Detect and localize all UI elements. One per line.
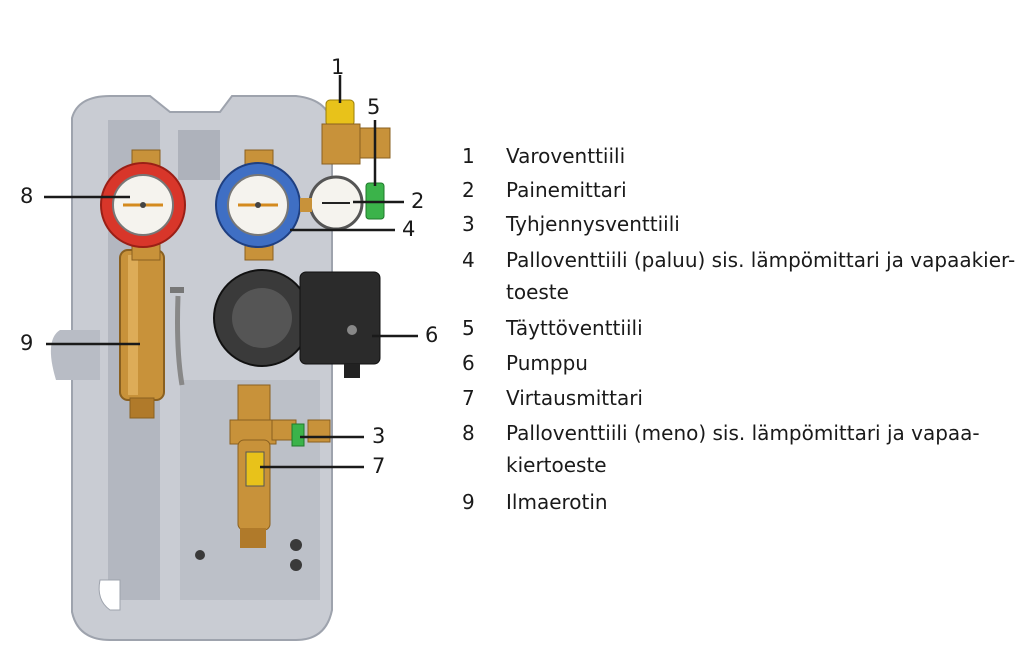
legend-label: Varoventtiili — [506, 144, 626, 168]
ball-valve-supply — [100, 149, 186, 261]
legend-label: Täyttöventtiili — [506, 316, 643, 340]
flow-meter — [229, 384, 277, 548]
legend-label-continuation: toeste — [506, 280, 569, 304]
legend-label: Painemittari — [506, 178, 627, 202]
callout-4: 4 — [402, 217, 416, 241]
legend-number: 3 — [462, 212, 475, 236]
legend-number: 5 — [462, 316, 475, 340]
legend-label: Tyhjennysventtiili — [506, 212, 680, 236]
callout-9: 9 — [20, 331, 34, 355]
legend-label: Ilmaerotin — [506, 490, 608, 514]
callout-6: 6 — [425, 323, 439, 347]
callout-8: 8 — [20, 184, 34, 208]
legend-number: 6 — [462, 351, 475, 375]
legend-number: 9 — [462, 490, 475, 514]
callout-2: 2 — [411, 189, 425, 213]
legend-label: Virtausmittari — [506, 386, 643, 410]
callout-5: 5 — [367, 95, 381, 119]
legend-label-continuation: kiertoeste — [506, 453, 607, 477]
legend-label: Palloventtiili (paluu) sis. lämpömittari… — [506, 248, 1016, 272]
air-separator — [119, 249, 185, 419]
legend-number: 4 — [462, 248, 475, 272]
callout-7: 7 — [372, 454, 386, 478]
callout-3: 3 — [372, 424, 386, 448]
legend-number: 8 — [462, 421, 475, 445]
legend-number: 1 — [462, 144, 475, 168]
leader-lines — [44, 75, 418, 469]
callout-1: 1 — [331, 55, 345, 79]
legend-label: Pumppu — [506, 351, 588, 375]
pump — [213, 269, 381, 378]
legend-number: 2 — [462, 178, 475, 202]
legend-label: Palloventtiili (meno) sis. lämpömittari … — [506, 421, 980, 445]
legend-number: 7 — [462, 386, 475, 410]
